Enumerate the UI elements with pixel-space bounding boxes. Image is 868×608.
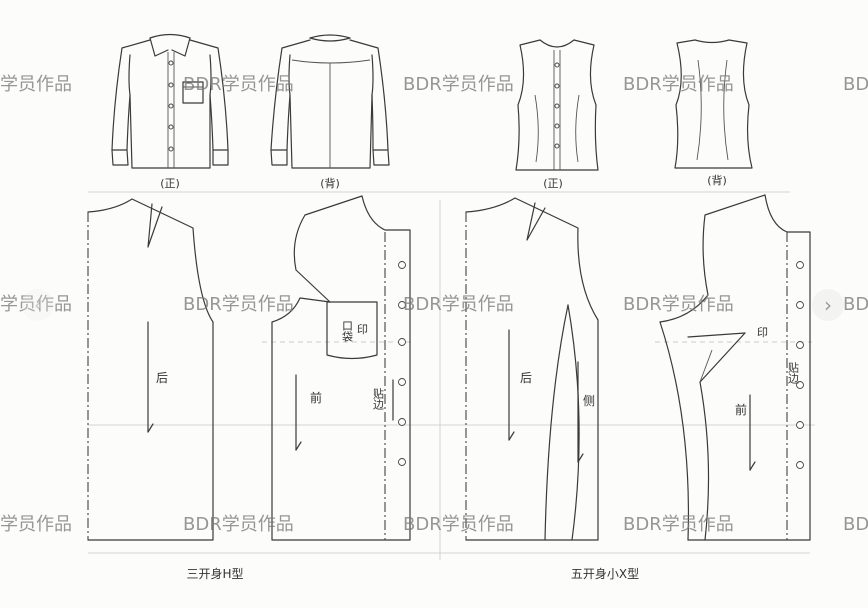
x-type-dart-mark: 印 <box>757 326 768 339</box>
vest-front-sketch <box>515 39 599 171</box>
h-type-facing-label: 贴边 <box>372 387 385 410</box>
x-type-side-piece <box>577 361 584 463</box>
construction-lines <box>88 191 815 560</box>
chevron-left-icon: ‹ <box>34 293 42 317</box>
h-type-front-piece <box>271 195 411 541</box>
x-type-front-piece <box>659 194 811 541</box>
h-type-front-label: 前 <box>310 390 322 405</box>
prev-image-button[interactable]: ‹ <box>22 289 54 321</box>
shirt-front-sketch <box>111 33 229 169</box>
chevron-right-icon: › <box>824 293 832 317</box>
shirt-back-sketch <box>270 34 390 169</box>
x-type-caption: 五开身小X型 <box>571 566 639 581</box>
shirt-back-caption: (背) <box>320 176 340 190</box>
shirt-front-caption: (正) <box>160 177 180 190</box>
h-type-back-label: 后 <box>156 371 168 385</box>
h-type-back-piece <box>87 198 214 541</box>
next-image-button[interactable]: › <box>812 289 844 321</box>
x-type-back-label: 后 <box>520 371 532 385</box>
x-type-front-label: 前 <box>735 402 747 417</box>
h-type-pocket-mark: 印 <box>357 323 368 336</box>
x-type-facing-label: 贴边 <box>787 361 800 384</box>
vest-front-caption: (正) <box>543 177 563 190</box>
vest-back-sketch <box>674 39 753 169</box>
h-type-caption: 三开身H型 <box>186 566 243 581</box>
x-type-side-label: 侧 <box>583 394 595 408</box>
vest-back-caption: (背) <box>707 173 727 187</box>
x-type-back-piece <box>465 197 599 541</box>
h-type-pocket-label: 口袋 <box>341 320 354 342</box>
